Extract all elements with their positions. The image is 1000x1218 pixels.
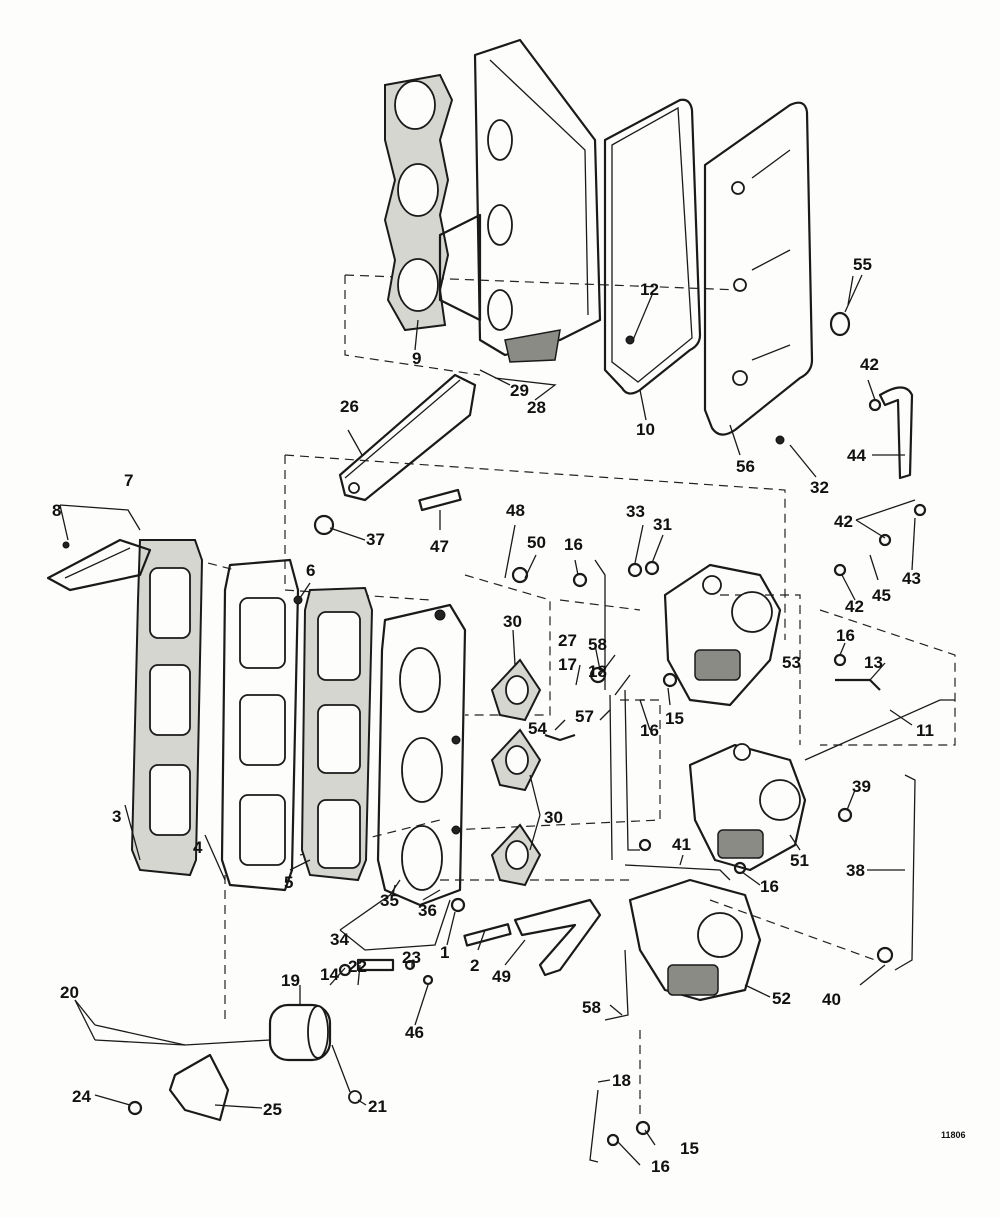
reed-block-7	[46, 538, 152, 592]
cover-gasket-10	[603, 98, 702, 395]
callout-47: 47	[430, 537, 449, 556]
callout-31: 31	[653, 515, 672, 534]
callout-21: 21	[368, 1097, 387, 1116]
figure-code: 11806	[941, 1130, 966, 1140]
callout-44: 44	[847, 446, 866, 465]
callout-50: 50	[527, 533, 546, 552]
callout-13: 13	[864, 653, 883, 672]
callout-16-d: 16	[760, 877, 779, 896]
callout-40: 40	[822, 990, 841, 1009]
callout-15-a: 15	[665, 709, 684, 728]
callout-42-low: 42	[845, 597, 864, 616]
link-rod-38	[894, 774, 916, 971]
callout-32: 32	[810, 478, 829, 497]
callout-57: 57	[575, 707, 594, 726]
exhaust-gasket-9	[383, 73, 454, 332]
rod-41	[624, 864, 731, 881]
callout-17: 17	[558, 655, 577, 674]
callout-52: 52	[772, 989, 791, 1008]
callout-34: 34	[330, 930, 349, 949]
callout-53: 53	[782, 653, 801, 672]
plug-55	[829, 275, 854, 337]
hose-49	[513, 898, 602, 977]
gasket-3	[130, 539, 204, 877]
callout-35: 35	[380, 891, 399, 910]
callout-11: 11	[916, 721, 934, 740]
bracket-25	[168, 1053, 230, 1122]
callout-19: 19	[281, 971, 300, 990]
callout-24: 24	[72, 1087, 91, 1106]
callout-38: 38	[846, 861, 865, 880]
callout-8: 8	[52, 501, 61, 520]
callout-3: 3	[112, 807, 121, 826]
rod-11	[804, 699, 955, 761]
flange-gaskets-30	[490, 658, 542, 887]
callout-54: 54	[528, 719, 547, 738]
callout-10: 10	[636, 420, 655, 439]
callout-36: 36	[418, 901, 437, 920]
leader-lines	[59, 274, 916, 1166]
callout-56: 56	[736, 457, 755, 476]
callout-42-top: 42	[860, 355, 879, 374]
links-57-58-18	[589, 559, 640, 1163]
callout-2: 2	[470, 956, 479, 975]
carburetor-52	[628, 878, 762, 1002]
intake-manifold-34	[376, 603, 467, 907]
callout-15-b: 15	[680, 1139, 699, 1158]
callout-19-small: 18	[588, 662, 607, 681]
callout-39: 39	[852, 777, 871, 796]
callout-27: 27	[558, 631, 577, 650]
callout-46: 46	[405, 1023, 424, 1042]
bar-26	[338, 373, 477, 502]
callout-23: 23	[402, 948, 421, 967]
callout-1: 1	[440, 943, 449, 962]
callout-26: 26	[340, 397, 359, 416]
callout-4: 4	[193, 838, 203, 857]
callout-22: 22	[348, 957, 367, 976]
callout-49: 49	[492, 967, 511, 986]
callout-33: 33	[626, 502, 645, 521]
callout-45: 45	[872, 586, 891, 605]
callout-51: 51	[790, 851, 809, 870]
fasteners	[62, 335, 927, 1147]
callout-43: 43	[902, 569, 921, 588]
callout-12: 12	[640, 280, 659, 299]
callout-30-b: 30	[544, 808, 563, 827]
callout-18: 18	[612, 1071, 631, 1090]
manifold-housing-28	[438, 38, 602, 363]
callout-6: 6	[306, 561, 315, 580]
carburetor-51	[688, 743, 807, 872]
callout-14: 14	[320, 965, 339, 984]
callout-29: 29	[510, 381, 529, 400]
callout-5: 5	[284, 873, 293, 892]
hose-44	[878, 386, 914, 480]
carburetor-53	[663, 563, 782, 707]
callout-16-a: 16	[564, 535, 583, 554]
callout-37: 37	[366, 530, 385, 549]
callout-25: 25	[263, 1100, 282, 1119]
callout-20: 20	[60, 983, 79, 1002]
callout-55: 55	[853, 255, 872, 274]
callout-58-a: 58	[588, 635, 607, 654]
callout-41: 41	[672, 835, 691, 854]
cover-plate-56	[703, 101, 814, 436]
gasket-5	[300, 586, 374, 882]
callout-9: 9	[412, 349, 421, 368]
callout-labels: 9 29 28 10 12 56 32 55 42 44 42 43 45 42…	[52, 255, 966, 1176]
plate-4	[220, 558, 300, 892]
callout-58-b: 58	[582, 998, 601, 1017]
callout-28: 28	[527, 398, 546, 417]
callout-16-c: 16	[640, 721, 659, 740]
callout-16-e: 16	[651, 1157, 670, 1176]
callout-48: 48	[506, 501, 525, 520]
callout-7: 7	[124, 471, 133, 490]
callout-42-mid: 42	[834, 512, 853, 531]
callout-30-a: 30	[503, 612, 522, 631]
callout-16-b: 16	[836, 626, 855, 645]
